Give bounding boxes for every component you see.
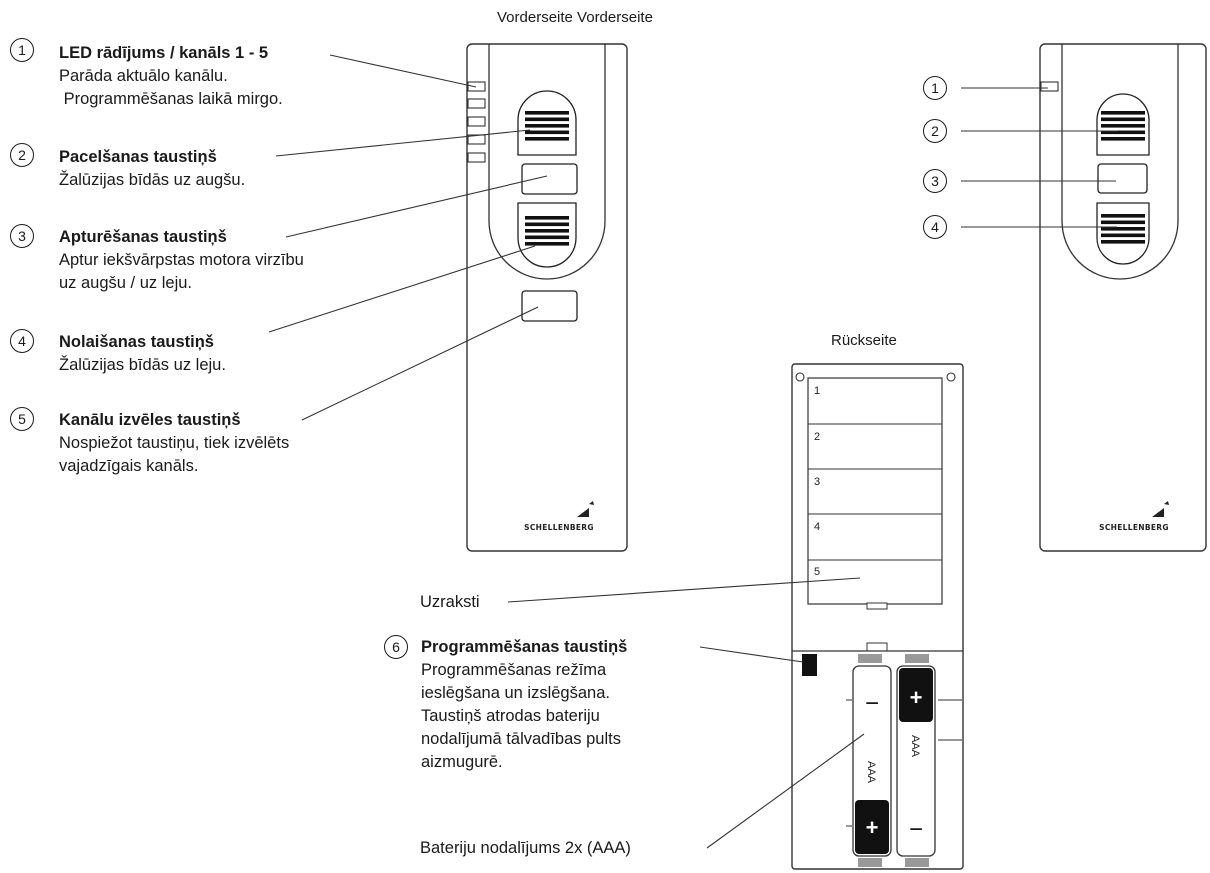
callout-line: Programmēšanas režīma [421,661,607,679]
callout-line: aizmugurē. [421,753,503,771]
battery-minus-sign: − [909,816,923,843]
callout-line: uz augšu / uz leju. [59,274,192,292]
marker-1: 1 [923,76,947,100]
label-uzraksti: Uzraksti [420,593,480,611]
callout-line: Parāda aktuālo kanālu. [59,67,228,85]
stop-button-right[interactable] [1097,163,1148,194]
battery-right: + − AAA [896,665,936,857]
callout-line: Programmēšanas laikā mirgo. [59,90,283,108]
callout-number-3: 3 [10,224,34,248]
callout-number-4: 4 [10,329,34,353]
label-strip: 1 2 3 4 5 [807,377,943,610]
callout-title: Kanālu izvēles taustiņš [59,411,241,429]
svg-text:SCHELLENBERG: SCHELLENBERG [524,523,594,532]
led-indicator-right [1040,81,1059,92]
slot-number: 2 [814,431,820,443]
label-battery-compartment: Bateriju nodalījums 2x (AAA) [420,839,631,857]
channel-select-button-left[interactable] [521,290,578,322]
callout-line: nodalījumā tālvadības pults [421,730,621,748]
marker-4: 4 [923,215,947,239]
callout-line: Taustiņš atrodas bateriju [421,707,600,725]
callout-number-2: 2 [10,143,34,167]
slot-number: 3 [814,476,820,488]
up-button-left[interactable] [517,90,577,156]
down-button-left[interactable] [517,202,577,268]
svg-text:SCHELLENBERG: SCHELLENBERG [1099,523,1169,532]
back-remote: 1 2 3 4 5 + − AAA + [791,363,964,870]
callout-title: Nolaišanas taustiņš [59,333,214,351]
slot-number: 5 [814,566,820,578]
callout-number-1: 1 [10,38,34,62]
callout-line: ieslēgšana un izslēgšana. [421,684,610,702]
battery-left: + − AAA [852,665,892,857]
callout-4: Nolaišanas taustiņš Žalūzijas bīdās uz l… [59,331,226,377]
stop-button-left[interactable] [521,163,578,195]
up-button-right[interactable] [1096,93,1150,156]
callout-line: Nospiežot taustiņu, tiek izvēlēts [59,434,290,452]
callout-number-5: 5 [10,407,34,431]
slot-number: 1 [814,385,820,397]
callout-2: Pacelšanas taustiņš Žalūzijas bīdās uz a… [59,146,245,192]
slot-number: 4 [814,521,820,533]
callout-line: vajadzīgais kanāls. [59,457,199,475]
front-remote-left: SCHELLENBERG [466,43,628,552]
callout-line: Žalūzijas bīdās uz augšu. [59,171,246,189]
battery-plus-sign: + [910,685,923,710]
down-button-right[interactable] [1096,202,1150,265]
front-remote-right: SCHELLENBERG [1039,43,1207,552]
brand-logo-left: SCHELLENBERG [524,501,594,532]
battery-minus-sign: − [865,690,879,717]
brand-logo-right: SCHELLENBERG [1099,501,1169,532]
marker-2: 2 [923,119,947,143]
callout-3: Apturēšanas taustiņš Aptur iekšvārpstas … [59,226,304,295]
callout-1: LED rādījums / kanāls 1 - 5 Parāda aktuā… [59,42,283,111]
callout-title: Apturēšanas taustiņš [59,228,227,246]
battery-type: AAA [865,761,877,784]
front-side-heading: Vorderseite Vorderseite [497,9,653,26]
battery-plus-sign: + [866,815,879,840]
program-button[interactable] [802,654,817,676]
callout-title: LED rādījums / kanāls 1 - 5 [59,44,269,62]
callout-title: Pacelšanas taustiņš [59,148,217,166]
callout-line: Aptur iekšvārpstas motora virzību [59,251,304,269]
callout-5: Kanālu izvēles taustiņš Nospiežot tausti… [59,409,289,478]
leader-lines [268,54,1118,849]
callout-title: Programmēšanas taustiņš [421,638,628,656]
back-side-heading: Rückseite [831,332,897,349]
callout-6: Programmēšanas taustiņš Programmēšanas r… [421,636,627,774]
callout-line: Žalūzijas bīdās uz leju. [59,356,226,374]
battery-type: AAA [909,735,921,758]
callout-number-6: 6 [384,635,408,659]
marker-3: 3 [923,169,947,193]
